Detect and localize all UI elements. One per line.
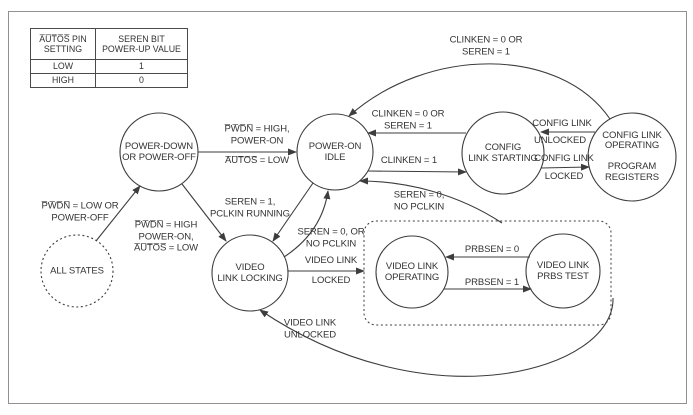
label-video-link-unlocked: VIDEO LINK UNLOCKED bbox=[283, 317, 337, 340]
state-video-link-locking: VIDEO LINK LOCKING bbox=[217, 261, 283, 284]
state-config-link-starting: CONFIG LINK STARTING bbox=[468, 141, 538, 164]
label-pwdn-high-power-on: P̅W̅D̅N̅ = HIGH, POWER-ON bbox=[224, 123, 290, 146]
label-config-link-locked-bottom: LOCKED bbox=[544, 171, 584, 183]
arrow-idle-to-starting bbox=[367, 168, 467, 176]
table-cell-autos-high: HIGH bbox=[31, 73, 95, 87]
arrow-all-states-to-power-down bbox=[95, 185, 141, 242]
state-config-link-operating: CONFIG LINK OPERATING PROGRAM REGISTERS bbox=[602, 129, 662, 183]
state-circle-config-link-operating bbox=[587, 112, 677, 202]
label-clinken-0-or-seren-1-arc: CLINKEN = 0 OR SEREN = 1 bbox=[449, 34, 523, 57]
label-seren-1-pclkin-running: SEREN = 1, PCLKIN RUNNING bbox=[210, 196, 290, 219]
label-prbsen-0: PRBSEN = 0 bbox=[464, 244, 520, 256]
label-video-link-locked-top: VIDEO LINK bbox=[304, 255, 358, 267]
label-prbsen-1: PRBSEN = 1 bbox=[464, 277, 520, 289]
state-video-link-operating: VIDEO LINK OPERATING bbox=[384, 260, 440, 283]
autos-seren-table: A̅U̅T̅O̅S̅ PIN SETTING SEREN BIT POWER-U… bbox=[30, 28, 188, 88]
state-power-on-idle: POWER-ON IDLE bbox=[308, 140, 362, 163]
arrow-video-unlocked-to-locking bbox=[259, 297, 614, 377]
label-pwdn-high-autos-low: P̅W̅D̅N̅ = HIGH POWER-ON, A̅U̅T̅O̅S̅ = L… bbox=[133, 219, 199, 254]
arrow-starting-to-operating bbox=[540, 163, 590, 171]
arrow-locking-to-idle bbox=[283, 190, 331, 258]
state-circle-video-link-operating bbox=[375, 235, 449, 309]
table-cell-autos-low: LOW bbox=[31, 59, 95, 73]
arrow-config-operating-to-idle bbox=[348, 63, 611, 120]
table-header-seren: SEREN BIT POWER-UP VALUE bbox=[95, 29, 187, 59]
label-autos-low: A̅U̅T̅O̅S̅ = LOW bbox=[224, 155, 290, 167]
arrow-group-to-idle bbox=[359, 177, 503, 224]
state-video-link-prbs-test: VIDEO LINK PRBS TEST bbox=[536, 259, 590, 282]
table-cell-seren-1: 1 bbox=[95, 59, 187, 73]
state-circle-video-link-prbs-test bbox=[525, 233, 601, 309]
state-power-down: POWER-DOWN OR POWER-OFF bbox=[122, 140, 196, 163]
arrow-power-down-to-locking bbox=[181, 183, 227, 242]
label-video-link-locked-bottom: LOCKED bbox=[311, 275, 351, 287]
arrow-idle-to-locking bbox=[272, 182, 314, 242]
state-circle-video-link-locking bbox=[211, 234, 289, 312]
label-pwdn-low-power-off: P̅W̅D̅N̅ = LOW OR POWER-OFF bbox=[41, 200, 119, 223]
state-circle-power-on-idle bbox=[296, 113, 374, 191]
label-clinken-0-or-seren-1: CLINKEN = 0 OR SEREN = 1 bbox=[371, 108, 445, 131]
label-config-link-locked-top: CONFIG LINK bbox=[534, 153, 594, 165]
label-config-link-unlocked-top: CONFIG LINK bbox=[532, 118, 592, 130]
label-clinken-1: CLINKEN = 1 bbox=[380, 155, 438, 167]
label-seren-0-no-pclkin: SEREN = 0, NO PCLKIN bbox=[393, 189, 445, 212]
label-config-link-unlocked-bottom: UNLOCKED bbox=[534, 135, 586, 147]
state-all-states: ALL STATES bbox=[50, 265, 104, 277]
state-circle-all-states bbox=[40, 234, 114, 308]
figure-border bbox=[8, 11, 687, 404]
label-seren-0-or-no-pclkin: SEREN = 0, OR NO PCLKIN bbox=[297, 226, 365, 249]
table-cell-seren-0: 0 bbox=[95, 73, 187, 87]
table-header-autos: A̅U̅T̅O̅S̅ PIN SETTING bbox=[39, 33, 87, 54]
state-circle-config-link-starting bbox=[461, 111, 545, 195]
